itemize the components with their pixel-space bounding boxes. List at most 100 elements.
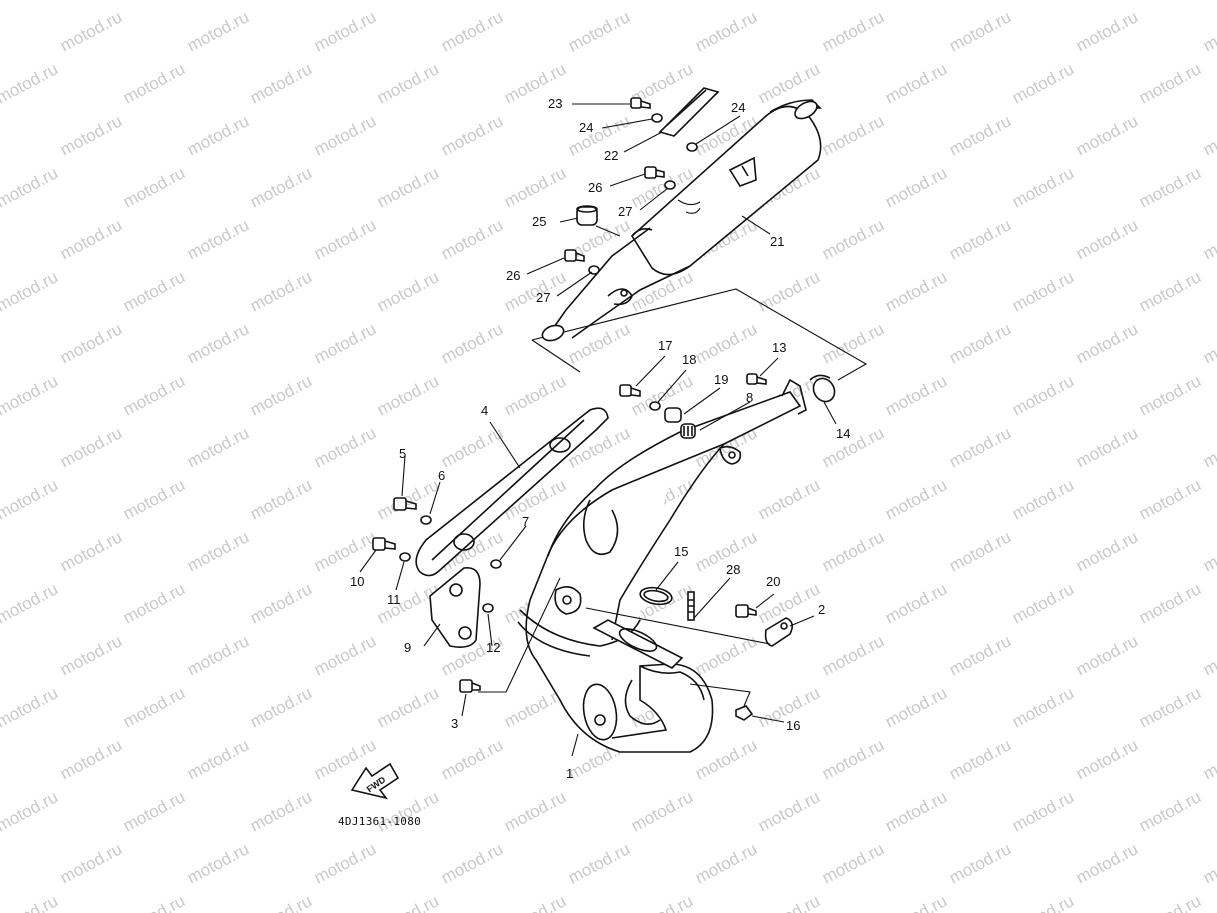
watermark-text: motod.ru	[692, 839, 760, 887]
watermark-text: motod.ru	[501, 0, 569, 4]
watermark-text: motod.ru	[882, 683, 950, 731]
callout-27b: 27	[536, 290, 550, 305]
callout-20: 20	[766, 574, 780, 589]
assembly-frame	[531, 288, 868, 381]
watermark-text: motod.ru	[946, 839, 1014, 887]
callout-17: 17	[658, 338, 672, 353]
watermark-text: motod.ru	[1136, 683, 1204, 731]
watermark-text: motod.ru	[1136, 163, 1204, 211]
watermark-text: motod.ru	[1009, 475, 1077, 523]
watermark-text: motod.ru	[882, 891, 950, 913]
callout-5: 5	[399, 446, 406, 461]
watermark-text: motod.ru	[1073, 111, 1141, 159]
callout-25: 25	[532, 214, 546, 229]
watermark-text: motod.ru	[819, 839, 887, 887]
watermark-text: motod.ru	[1073, 839, 1141, 887]
watermark-text: motod.ru	[57, 631, 125, 679]
watermark-text: motod.ru	[247, 163, 315, 211]
watermark-text: motod.ru	[565, 7, 633, 55]
watermark-text: motod.ru	[57, 527, 125, 575]
watermark-text: motod.ru	[882, 579, 950, 627]
callout-21: 21	[770, 234, 784, 249]
watermark-text: motod.ru	[628, 891, 696, 913]
watermark-text: motod.ru	[946, 527, 1014, 575]
watermark-text: motod.ru	[311, 215, 379, 263]
callout-12: 12	[486, 640, 500, 655]
watermark-text: motod.ru	[247, 267, 315, 315]
watermark-text: motod.ru	[946, 215, 1014, 263]
watermark-text: motod.ru	[755, 0, 823, 4]
watermark-text: motod.ru	[184, 215, 252, 263]
watermark-text: motod.ru	[1009, 683, 1077, 731]
callout-10: 10	[350, 574, 364, 589]
callout-22: 22	[604, 148, 618, 163]
watermark-text: motod.ru	[819, 527, 887, 575]
exhaust-pipe	[517, 378, 807, 753]
watermark-text: motod.ru	[120, 891, 188, 913]
watermark-text: motod.ru	[1073, 423, 1141, 471]
watermark-text: motod.ru	[1200, 7, 1217, 55]
leader-lines	[359, 103, 837, 757]
watermark-text: motod.ru	[946, 7, 1014, 55]
watermark-text: motod.ru	[120, 59, 188, 107]
watermark-text: motod.ru	[692, 7, 760, 55]
fwd-arrow-icon: FWD	[350, 762, 400, 800]
watermark-text: motod.ru	[120, 267, 188, 315]
watermark-text: motod.ru	[57, 111, 125, 159]
mount-bracket	[429, 567, 481, 648]
callout-labels: 1 2 3 4 5 6 7 8 9 10 11 12 13 14 15 16 1…	[350, 96, 850, 781]
diagram-code: 4DJ1361-1080	[338, 815, 421, 828]
callout-19: 19	[714, 372, 728, 387]
watermark-text: motod.ru	[184, 631, 252, 679]
watermark-text: motod.ru	[501, 371, 569, 419]
watermark-text: motod.ru	[374, 475, 442, 523]
watermark-text: motod.ru	[184, 423, 252, 471]
callout-9: 9	[404, 640, 411, 655]
watermark-text: motod.ru	[57, 7, 125, 55]
watermark-text: motod.ru	[184, 735, 252, 783]
callout-3: 3	[451, 716, 458, 731]
callout-11: 11	[387, 592, 401, 607]
watermark-text: motod.ru	[1009, 787, 1077, 835]
small-hardware	[372, 373, 836, 721]
watermark-text: motod.ru	[438, 735, 506, 783]
watermark-text: motod.ru	[819, 631, 887, 679]
watermark-text: motod.ru	[501, 891, 569, 913]
watermark-text: motod.ru	[0, 59, 61, 107]
watermark-text: motod.ru	[882, 475, 950, 523]
watermark-text: motod.ru	[0, 579, 61, 627]
watermark-text: motod.ru	[247, 371, 315, 419]
watermark-text: motod.ru	[1136, 59, 1204, 107]
watermark-text: motod.ru	[247, 683, 315, 731]
watermark-text: motod.ru	[0, 891, 61, 913]
watermark-text: motod.ru	[1009, 0, 1077, 4]
callout-18: 18	[682, 352, 696, 367]
watermark-text: motod.ru	[819, 319, 887, 367]
watermark-text: motod.ru	[311, 111, 379, 159]
watermark-text: motod.ru	[1136, 267, 1204, 315]
callout-4: 4	[481, 403, 488, 418]
watermark-text: motod.ru	[374, 891, 442, 913]
watermark-text: motod.ru	[374, 59, 442, 107]
watermark-text: motod.ru	[1200, 527, 1217, 575]
watermark-text: motod.ru	[1200, 423, 1217, 471]
watermark-text: motod.ru	[438, 215, 506, 263]
watermark-text: motod.ru	[755, 891, 823, 913]
watermark-text: motod.ru	[882, 267, 950, 315]
watermark-text: motod.ru	[819, 215, 887, 263]
watermark-text: motod.ru	[311, 7, 379, 55]
watermark-text: motod.ru	[120, 579, 188, 627]
callout-26b: 26	[506, 268, 520, 283]
watermark-text: motod.ru	[1200, 319, 1217, 367]
watermark-text: motod.ru	[565, 111, 633, 159]
watermark-text: motod.ru	[1009, 59, 1077, 107]
silencer	[541, 99, 822, 342]
silencer-hardware	[564, 97, 698, 275]
watermark-text: motod.ru	[120, 0, 188, 4]
watermark-text: motod.ru	[1073, 215, 1141, 263]
watermark-text: motod.ru	[184, 527, 252, 575]
watermark-text: motod.ru	[501, 163, 569, 211]
watermark-text: motod.ru	[120, 371, 188, 419]
watermark-text: motod.ru	[311, 631, 379, 679]
